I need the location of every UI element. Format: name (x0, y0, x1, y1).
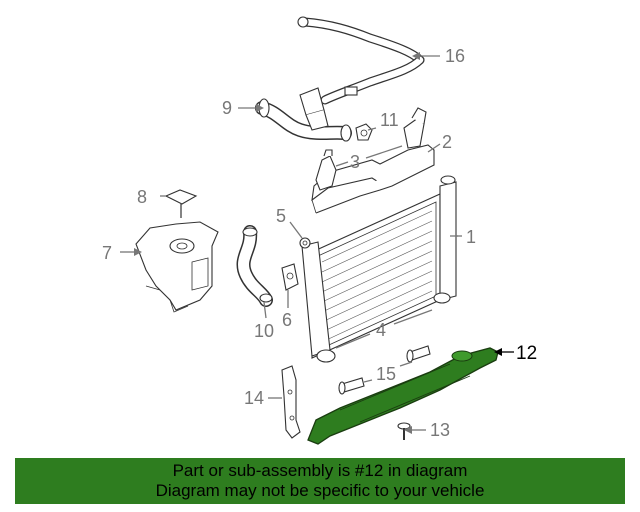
callout-1: 1 (466, 227, 476, 247)
banner-line-2: Diagram may not be specific to your vehi… (155, 481, 485, 500)
part-6-bracket (281, 263, 299, 291)
part-13-bolt (397, 422, 411, 440)
part-15-bolts (338, 345, 431, 395)
part-10-lower-hose (236, 225, 273, 307)
part-9-upper-hose (255, 87, 352, 142)
callout-16: 16 (445, 46, 465, 66)
callout-14: 14 (244, 388, 264, 408)
part-11-clip (355, 123, 373, 141)
info-banner: Part or sub-assembly is #12 in diagram D… (15, 458, 625, 504)
callout-3: 3 (350, 152, 360, 172)
callout-15: 15 (376, 364, 396, 384)
part-connector-upper-right (403, 107, 427, 149)
callout-10: 10 (254, 321, 274, 341)
part-12-lower-shield (307, 347, 499, 445)
callout-11: 11 (380, 110, 399, 130)
callout-9: 9 (222, 98, 232, 118)
callout-4: 4 (376, 320, 386, 340)
part-2-baffle (311, 144, 435, 214)
callout-6: 6 (282, 310, 292, 330)
part-5-drain (299, 237, 311, 249)
part-14-side-bracket (281, 365, 301, 439)
parts-diagram: 16 9 11 2 3 8 5 1 7 6 4 10 12 15 14 13 (102, 16, 537, 445)
part-16-hose (297, 16, 425, 105)
callout-7: 7 (102, 243, 112, 263)
part-7-reservoir (135, 221, 219, 313)
callout-5: 5 (276, 206, 286, 226)
callout-8: 8 (137, 187, 147, 207)
callout-12: 12 (516, 343, 537, 364)
callout-2: 2 (442, 132, 452, 152)
banner-line-1: Part or sub-assembly is #12 in diagram (172, 461, 468, 480)
part-1-radiator (301, 175, 457, 363)
part-3-bracket (315, 149, 337, 191)
callout-13: 13 (430, 420, 450, 440)
leader-lines (120, 52, 514, 434)
part-8-cap (164, 189, 198, 218)
